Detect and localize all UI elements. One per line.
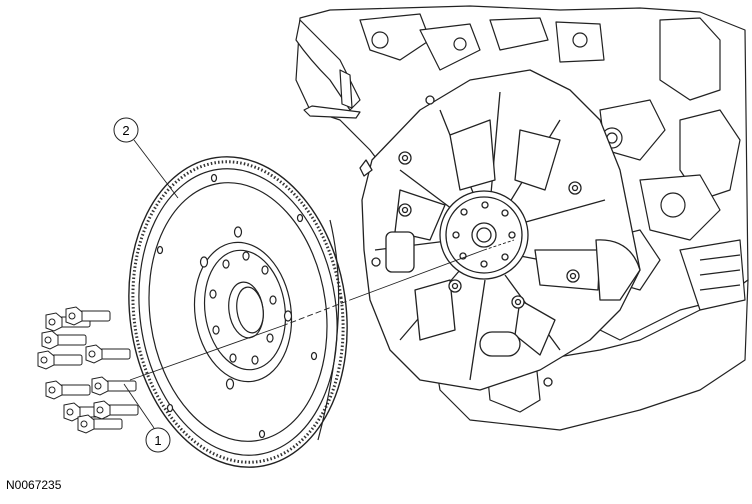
alignment-lines bbox=[129, 239, 515, 381]
callout-1: 1 bbox=[123, 383, 171, 453]
figure-id: N0067235 bbox=[6, 478, 62, 492]
engine-rear-plate bbox=[359, 69, 641, 391]
flywheel bbox=[128, 156, 348, 468]
callout-1-label: 1 bbox=[154, 433, 161, 448]
callout-2-label: 2 bbox=[122, 123, 129, 138]
flywheel-bolts bbox=[37, 306, 139, 434]
callout-2: 2 bbox=[113, 117, 179, 199]
